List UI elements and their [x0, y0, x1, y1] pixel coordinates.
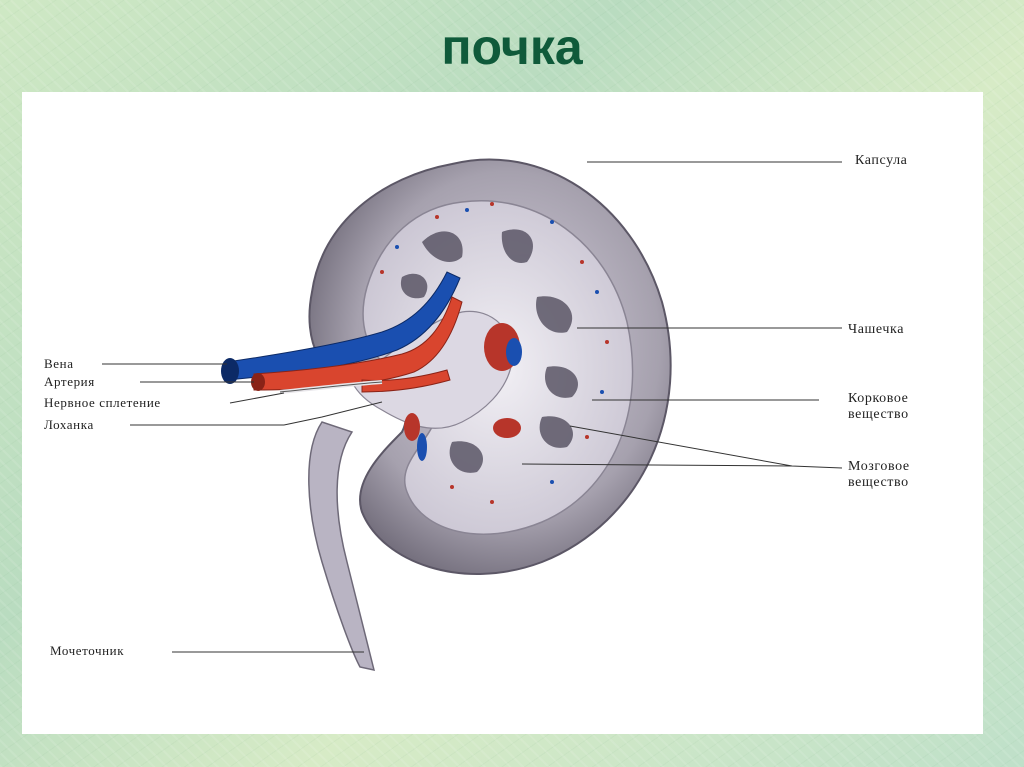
- label-pelvis: Лоханка: [44, 417, 94, 432]
- label-cortex-line1: Корковое: [848, 391, 909, 406]
- label-cortex-line2: вещество: [848, 407, 909, 422]
- cortex-dots: [380, 202, 609, 504]
- medulla-pyramids: [400, 229, 578, 473]
- vein-opening: [221, 358, 239, 384]
- kidney-diagram: [102, 158, 843, 671]
- label-calyx: Чашечка: [848, 322, 905, 337]
- calyx-vein-detail: [417, 338, 522, 461]
- artery-branch: [361, 369, 451, 393]
- label-capsule: Капсула: [855, 153, 908, 168]
- artery-opening: [251, 373, 265, 391]
- label-nerve-plexus: Нервное сплетение: [44, 395, 161, 410]
- label-medulla-line1: Мозговое: [848, 459, 910, 474]
- label-artery: Артерия: [44, 374, 95, 389]
- slide-title: почка: [441, 19, 583, 75]
- nerve-outline: [279, 381, 383, 393]
- diagram-panel: Вена Артерия Нервное сплетение Лоханка М…: [22, 92, 983, 734]
- label-vein: Вена: [44, 356, 74, 371]
- label-ureter: Мочеточник: [50, 643, 125, 658]
- ureter: [308, 421, 376, 671]
- label-medulla-line2: вещество: [848, 475, 909, 490]
- leader-lines: [102, 161, 843, 653]
